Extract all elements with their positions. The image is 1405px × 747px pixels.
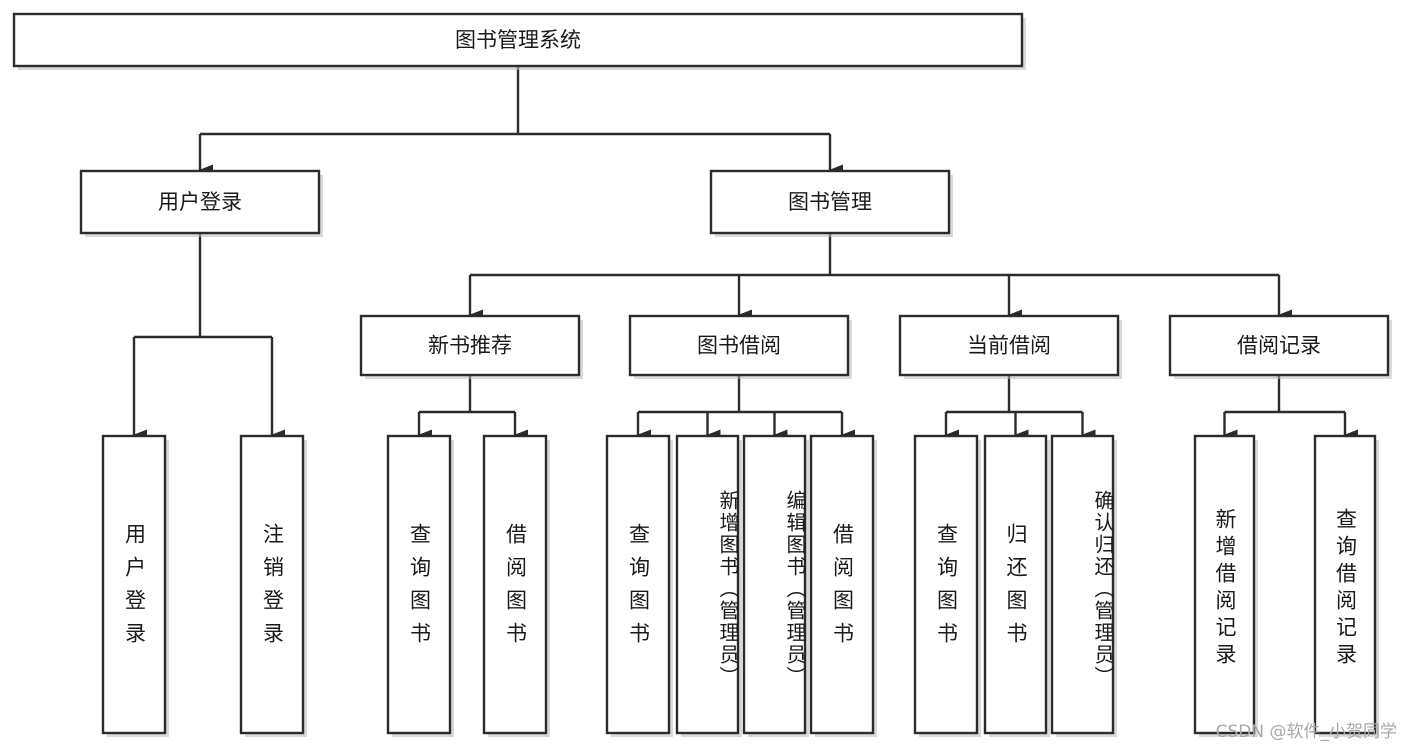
node-box-leaf-query-book-borrow[interactable] (605, 434, 671, 735)
node-box-leaf-add-borrow-record[interactable] (1193, 434, 1256, 735)
node-label-current-borrow: 当前借阅 (967, 334, 1051, 358)
node-box-leaf-query-book-recommend[interactable] (386, 434, 452, 735)
node-box-leaf-user-login[interactable] (101, 434, 167, 735)
node-box-leaf-return-book[interactable] (983, 434, 1048, 735)
node-box-current-borrow[interactable] (898, 314, 1120, 377)
node-box-new-book-recommend[interactable] (359, 314, 581, 377)
node-box-leaf-add-book-admin[interactable] (675, 434, 740, 735)
connector-layer (132, 66, 1358, 441)
node-box-borrow-record[interactable] (1168, 314, 1390, 377)
node-box-user-login[interactable] (79, 169, 321, 235)
node-label-root: 图书管理系统 (455, 28, 581, 52)
node-label-user-login: 用户登录 (158, 190, 242, 214)
node-box-root[interactable] (12, 12, 1024, 68)
node-box-leaf-borrow-book-recommend[interactable] (482, 434, 548, 735)
node-box-leaf-query-book-current[interactable] (913, 434, 979, 735)
node-box-leaf-query-borrow-record[interactable] (1313, 434, 1377, 735)
node-box-leaf-edit-book-admin[interactable] (742, 434, 807, 735)
watermark-text: CSDN @软件_小贺同学 (1215, 722, 1397, 742)
node-label-book-borrow: 图书借阅 (697, 334, 781, 358)
node-box-book-management[interactable] (709, 169, 951, 235)
node-box-leaf-confirm-return-admin[interactable] (1050, 434, 1115, 735)
node-label-borrow-record: 借阅记录 (1237, 334, 1321, 358)
node-box-book-borrow[interactable] (628, 314, 850, 377)
node-label-book-management: 图书管理 (788, 190, 872, 214)
node-box-leaf-user-logout[interactable] (239, 434, 305, 735)
node-label-new-book-recommend: 新书推荐 (428, 334, 512, 358)
node-box-leaf-borrow-book[interactable] (809, 434, 875, 735)
